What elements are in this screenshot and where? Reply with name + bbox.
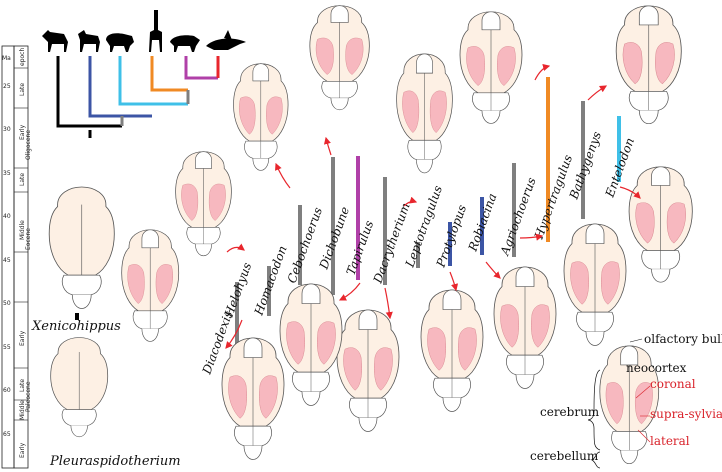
time-axis: Ma epoch 25 30 35 40 45 50 55 60 65 Late: [1, 45, 32, 469]
brain-diacodexis: [221, 337, 285, 460]
genus-entelodon: Entelodon: [602, 136, 637, 200]
label-neocortex: neocortex: [626, 361, 687, 375]
genus-cebochoerus: Cebochoerus: [285, 205, 325, 285]
brain-diacodexis-a: [121, 229, 180, 342]
orca-icon: [206, 30, 246, 50]
epoch-header: epoch: [19, 48, 26, 66]
tick-label: 55: [3, 344, 11, 351]
horse-icon: [42, 30, 68, 52]
pig-icon: [106, 33, 134, 52]
tick-label: 45: [3, 257, 11, 264]
giraffe-icon: [149, 10, 162, 52]
brain-entelodon-lower: [628, 166, 693, 283]
anatomy-annotations: olfactory bulbs neocortex coronal cerebr…: [530, 332, 722, 469]
phylogeny-tree: [56, 56, 220, 138]
label-cerebrum: cerebrum: [540, 405, 600, 419]
axis-ticks: 25 30 35 40 45 50 55 60 65: [3, 83, 11, 438]
epoch-label: Paleocene: [25, 381, 32, 412]
label-lateral: lateral: [650, 434, 690, 448]
brain-bathygenys: [563, 223, 627, 346]
epoch-label: Early: [19, 330, 26, 346]
red-arrows: [225, 63, 641, 349]
tapir-icon: [170, 35, 200, 52]
brain-helohyus: [175, 151, 232, 257]
brain-dichobune: [309, 5, 370, 111]
epoch-label: Late: [19, 83, 26, 96]
genus-pleuraspidotherium: Pleuraspidotherium: [49, 454, 181, 469]
brain-tapirulus: [279, 283, 343, 406]
genus-tapirulus: Tapirulus: [344, 219, 377, 277]
label-coronal: coronal: [650, 377, 696, 391]
brain-protylopus: [420, 289, 484, 412]
genus-dacrytherium: Dacrytherium: [370, 201, 412, 286]
tick-label: 50: [3, 300, 11, 307]
epoch-label: Late: [19, 379, 26, 392]
tick-label: 30: [3, 126, 11, 133]
brain-pleuraspidotherium: [50, 337, 109, 438]
epoch-label: Middle: [19, 400, 26, 420]
tick-label: 65: [3, 431, 11, 438]
epoch-label: Eocene: [25, 228, 32, 250]
label-olfactory-bulbs: olfactory bulbs: [644, 332, 722, 346]
axis-header: Ma: [2, 55, 11, 62]
epoch-label: Late: [19, 173, 26, 186]
brain-xenicohippus: [48, 186, 115, 309]
genus-agriochoerus: Agriochoerus: [497, 176, 538, 258]
epoch-label: Middle: [19, 220, 26, 240]
epoch-label: Oligocene: [25, 130, 32, 160]
label-supra-sylvia: supra-sylvia: [650, 407, 722, 421]
tick-label: 35: [3, 170, 11, 177]
brain-leptotragulus: [396, 53, 453, 174]
epoch-label: Early: [19, 124, 26, 140]
tick-label: 60: [3, 387, 11, 394]
epoch-label: Early: [19, 442, 26, 458]
brain-entelodon: [615, 5, 682, 125]
epoch-labels: Late Early Oligocene Late Middle Eocene …: [19, 83, 32, 458]
brain-agriochoerus: [493, 266, 557, 389]
brain-cebochoerus: [233, 63, 289, 171]
tick-label: 40: [3, 213, 11, 220]
animal-silhouettes: [42, 10, 246, 52]
brain-hypertragulus: [459, 11, 523, 124]
tick-label: 25: [3, 83, 11, 90]
label-cerebellum: cerebellum: [530, 449, 599, 463]
genus-xenicohippus: Xenicohippus: [31, 319, 121, 334]
camel-icon: [78, 30, 100, 52]
range-bars: [56, 77, 621, 398]
brain-dacrytherium: [336, 309, 400, 432]
